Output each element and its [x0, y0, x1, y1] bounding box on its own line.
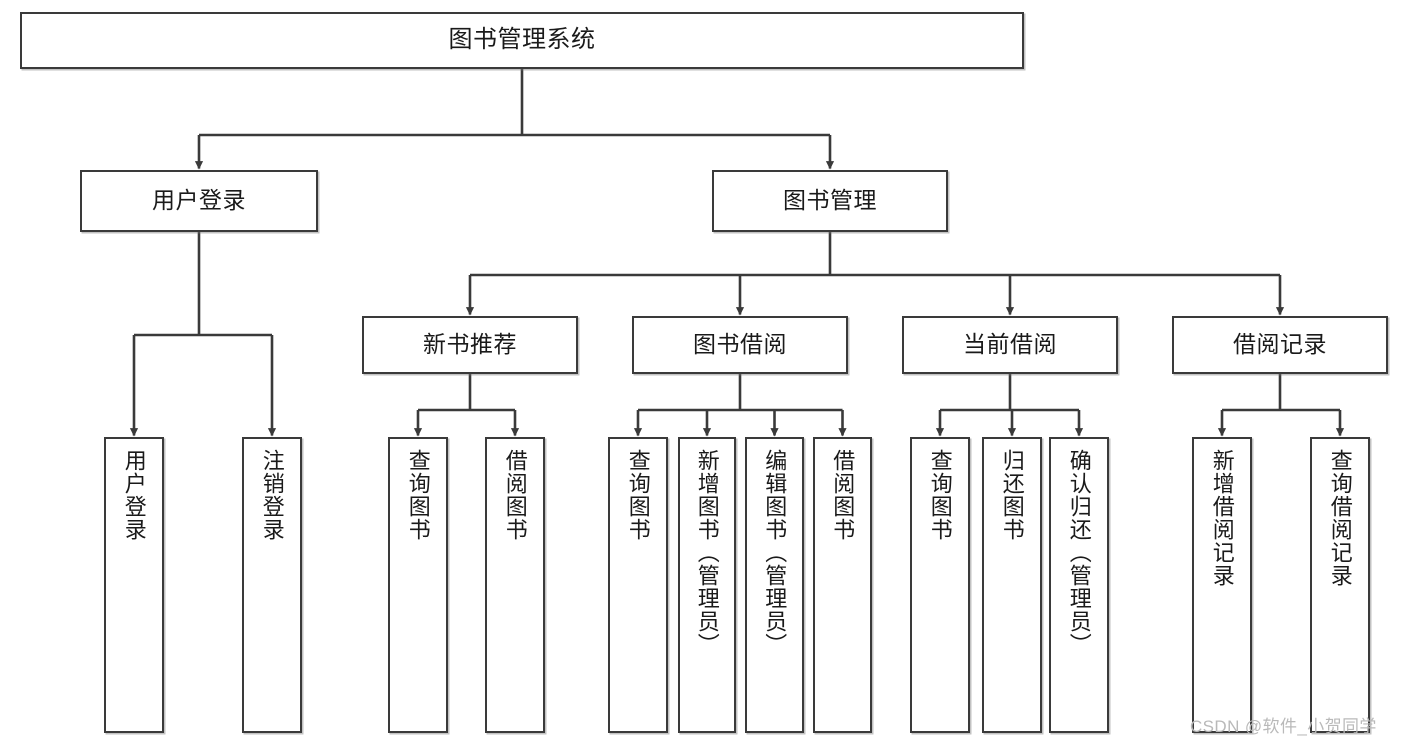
node-new-book-recommend[interactable]: 新书推荐	[362, 316, 578, 374]
leaf-label: 借阅图书	[502, 449, 528, 541]
node-logout[interactable]: 注销登录	[242, 437, 302, 733]
node-user-login[interactable]: 用户登录	[104, 437, 164, 733]
leaf-label: 新增借阅记录	[1209, 449, 1235, 587]
node-book-management[interactable]: 图书管理	[712, 170, 948, 232]
leaf-label: 确认归还（管理员）	[1066, 449, 1092, 656]
leaf-label: 新增图书（管理员）	[694, 449, 720, 656]
node-query-book[interactable]: 查询图书	[608, 437, 668, 733]
leaf-label: 查询图书	[405, 449, 431, 541]
node-confirm-return[interactable]: 确认归还（管理员）	[1049, 437, 1109, 733]
leaf-label: 归还图书	[999, 449, 1025, 541]
leaf-label: 用户登录	[121, 449, 147, 541]
node-borrow-book-rec[interactable]: 借阅图书	[485, 437, 545, 733]
node-root-system[interactable]: 图书管理系统	[20, 12, 1024, 69]
node-current-borrow[interactable]: 当前借阅	[902, 316, 1118, 374]
leaf-label: 借阅图书	[830, 449, 856, 541]
node-add-record[interactable]: 新增借阅记录	[1192, 437, 1252, 733]
leaf-label: 查询图书	[625, 449, 651, 541]
leaf-label: 查询图书	[927, 449, 953, 541]
node-borrow-book[interactable]: 借阅图书	[813, 437, 872, 733]
node-query-book-rec[interactable]: 查询图书	[388, 437, 448, 733]
node-borrow-record[interactable]: 借阅记录	[1172, 316, 1388, 374]
leaf-label: 注销登录	[259, 449, 285, 541]
node-return-book[interactable]: 归还图书	[982, 437, 1042, 733]
node-add-book[interactable]: 新增图书（管理员）	[678, 437, 736, 733]
node-query-record[interactable]: 查询借阅记录	[1310, 437, 1370, 733]
leaf-label: 编辑图书（管理员）	[762, 449, 788, 656]
node-edit-book[interactable]: 编辑图书（管理员）	[745, 437, 804, 733]
node-query-book-cur[interactable]: 查询图书	[910, 437, 970, 733]
node-book-borrow[interactable]: 图书借阅	[632, 316, 848, 374]
csdn-watermark: CSDN @软件_小贺同学	[1190, 717, 1377, 736]
leaf-label: 查询借阅记录	[1327, 449, 1353, 587]
node-user-login[interactable]: 用户登录	[80, 170, 318, 232]
